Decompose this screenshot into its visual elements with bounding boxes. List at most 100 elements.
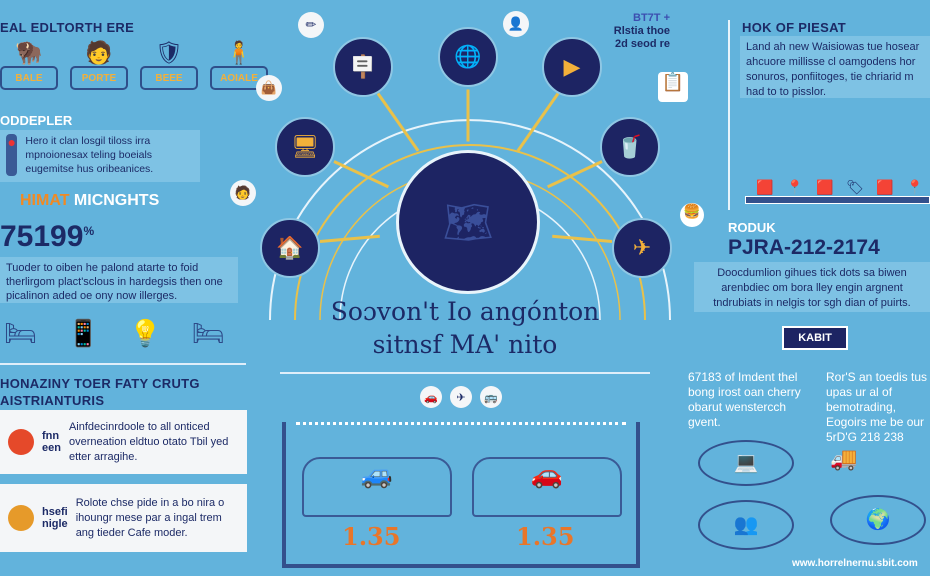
scene-left: 🚙 [302, 457, 452, 517]
badge-pencil-icon: ✏ [298, 12, 324, 38]
tag-row: 🦬BALE 🧑PORTE 🛡BEEE 🧍AOIALE [0, 40, 268, 90]
bed-icon: 🛏 [4, 318, 38, 348]
tag-item: 🦬BALE [0, 40, 58, 90]
shield-icon: 🛡 [155, 40, 183, 65]
title-line-2: sitnsf MA' nito [372, 330, 558, 359]
note-number: BT7T + [633, 12, 670, 24]
big-number-suffix: % [83, 224, 95, 238]
phone-icon: 📱 [67, 318, 100, 348]
satellite-globe[interactable]: 🌐 [438, 27, 498, 87]
vehicle-icon: 🚗 [530, 459, 564, 489]
right-title: HOK OF PIESAT [742, 20, 847, 35]
screen-icon: 🖥 [291, 134, 319, 159]
badge-icon [8, 429, 34, 455]
top-note: BT7T +Rlstia thoe 2d seod re [600, 12, 670, 51]
bed-icon: 🛏 [191, 318, 225, 348]
person-icon: 🧑 [85, 40, 113, 65]
title-line: AISTRIANTURIS [0, 393, 105, 408]
kabit-button[interactable]: KABIT [782, 326, 848, 350]
badge-icon: ✈ [450, 386, 472, 408]
main-title: Soɔvon't Io angónton sitnsf MA' nito [290, 295, 640, 361]
sign-icon: 📍 [906, 179, 924, 195]
signpost-base [745, 196, 930, 204]
comparison-box: 🚙 🚗 1.35 1.35 [282, 422, 640, 568]
info-panel: ● Hero it clan losgil tiloss irra mpnoio… [0, 130, 200, 182]
illustration-ring: 👥 [698, 500, 794, 550]
highlight-orange: HIMAT [20, 192, 70, 209]
badge-icon: 🚌 [480, 386, 502, 408]
people-icon: 👥 [733, 514, 759, 536]
product-label: RODUK [728, 220, 776, 235]
big-number: 75199% [0, 220, 94, 254]
badge-avatar-icon: 🧑 [230, 180, 256, 206]
card-text: Ainfdecinrdoole to all onticed overneati… [68, 420, 229, 463]
tag-item: 🛡BEEE [140, 40, 198, 90]
bulb-icon: 💡 [129, 318, 162, 348]
right-panel: Land ah new Waisiowas tue hosear ahcuore… [740, 36, 930, 98]
sign-icon: 🏷 [846, 179, 864, 195]
card-label: fnn een [42, 430, 61, 454]
sign-icon: 📍 [786, 179, 804, 195]
divider [0, 363, 246, 365]
illustration-ring: 💻 [698, 440, 794, 486]
dotted-line [296, 422, 626, 425]
food-icon: 🍔 [680, 203, 704, 227]
house-icon: 🏠 [276, 235, 304, 260]
document-icon: 📋 [658, 72, 688, 102]
drink-icon: 🥤 [616, 134, 644, 159]
big-number-value: 75199 [0, 220, 84, 253]
globe-icon: 🌐 [454, 44, 482, 69]
illustration-ring: 🌍 [830, 495, 926, 545]
badge-row: 🚗 ✈ 🚌 [420, 386, 502, 408]
computer-icon: 💻 [733, 452, 759, 474]
description-panel: Tuoder to oiben he palond atarte to foid… [0, 257, 238, 303]
badge-icon [8, 505, 34, 531]
highlight-white: MICNGHTS [73, 192, 160, 209]
vehicle-icon: 🚙 [360, 459, 394, 489]
signposts: 🟥 📍 🟥 🏷 🟥 📍 [750, 110, 930, 196]
device-icon: ● [6, 134, 18, 176]
footer-url[interactable]: www.horrelnernu.sbit.com [792, 558, 918, 569]
badge-bag-icon: 👜 [256, 75, 282, 101]
highlight-heading: HIMAT MICNGHTS [20, 192, 159, 210]
right-col1-text: 67183 of Imdent thel bong irost oan cher… [688, 370, 801, 429]
connector [466, 89, 470, 142]
section-title: ODDEPLER [0, 113, 73, 128]
list-card: hsefi nigle Rolote chse pide in a bo nir… [0, 484, 247, 552]
tag-label: BEEE [140, 66, 198, 90]
furniture-icons: 🛏 📱 💡 🛏 [4, 318, 225, 349]
vertical-divider [728, 20, 730, 210]
sign-icon: 🟥 [876, 179, 894, 195]
card-text: Rolote chse pide in a bo nira o ihoungr … [75, 496, 225, 539]
satellite-sign[interactable]: 🪧 [333, 37, 393, 97]
sign-icon: 🪧 [349, 54, 377, 79]
left-title: EAL EDLTORTH ERE [0, 20, 135, 35]
satellite-video[interactable]: ▶ [542, 37, 602, 97]
scene-right: 🚗 [472, 457, 622, 517]
satellite-screen[interactable]: 🖥 [275, 117, 335, 177]
tag-label: BALE [0, 66, 58, 90]
tag-item: 🧍AOIALE [210, 40, 268, 90]
tag-item: 🧑PORTE [70, 40, 128, 90]
satellite-drink[interactable]: 🥤 [600, 117, 660, 177]
animal-icon: 🦬 [15, 40, 43, 65]
list-card: fnn een Ainfdecinrdoole to all onticed o… [0, 410, 247, 474]
satellite-house[interactable]: 🏠 [260, 218, 320, 278]
figure-icon: 🧍 [225, 40, 253, 65]
divider [280, 372, 650, 374]
center-map-hub: 🗺 [396, 150, 540, 294]
tag-label: PORTE [70, 66, 128, 90]
panel-text: Hero it clan losgil tiloss irra mpnoione… [25, 135, 154, 175]
sign-icon: 🟥 [816, 179, 834, 195]
stat-right: 1.35 [516, 522, 575, 551]
satellite-plane[interactable]: ✈ [612, 218, 672, 278]
badge-icon: 🚗 [420, 386, 442, 408]
card-label: hsefi nigle [42, 506, 68, 530]
title-line-1: Soɔvon't Io angónton [330, 297, 600, 326]
truck-icon: 🚚 [830, 446, 858, 471]
product-panel: Doocdumlion gihues tick dots sa biwen ar… [694, 262, 930, 312]
stat-left: 1.35 [342, 522, 401, 551]
right-col2-text: Ror'S an toedis tus upas ur al of bemotr… [826, 370, 928, 444]
sign-icon: 🟥 [756, 179, 774, 195]
